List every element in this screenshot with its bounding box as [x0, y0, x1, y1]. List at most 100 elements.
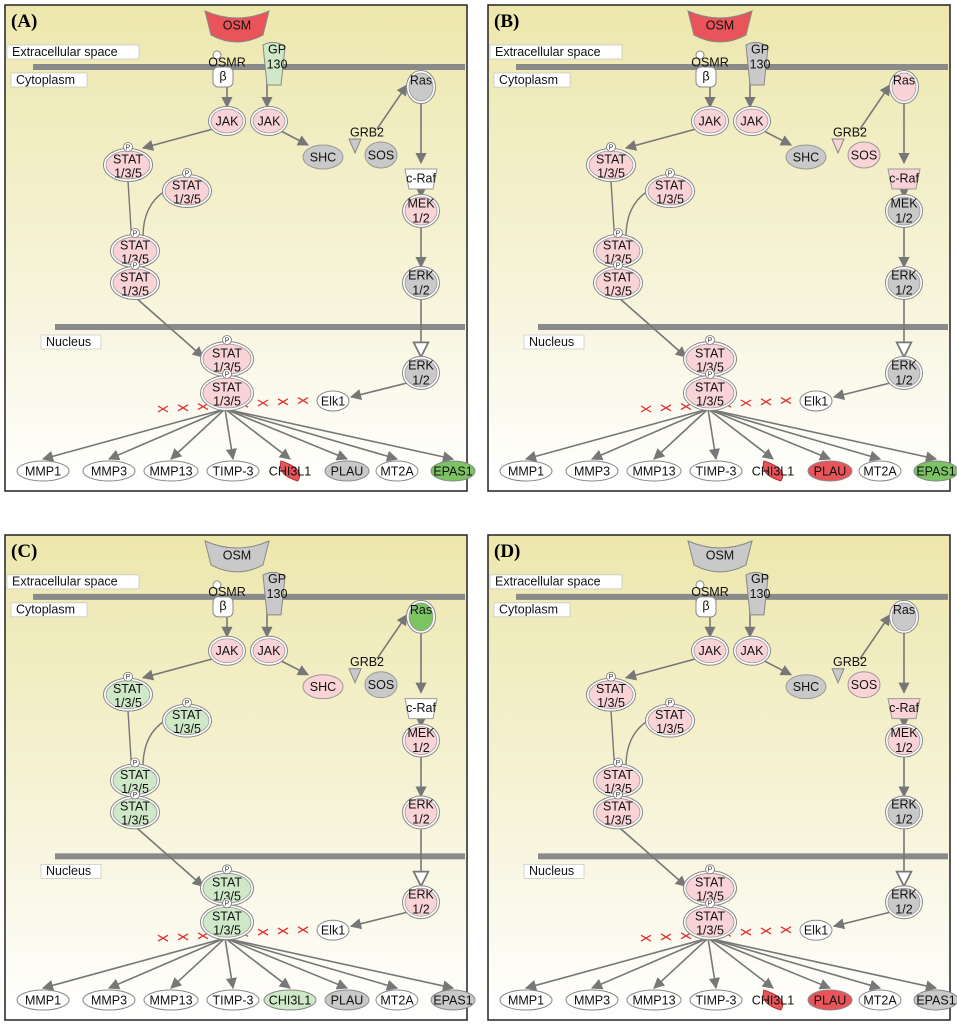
elk1-label: Elk1: [321, 394, 345, 408]
stat-label: STAT: [603, 270, 633, 284]
edge-to-PLAU: [707, 937, 832, 990]
phospho-label: P: [609, 674, 614, 681]
edge-to-TIMP3: [707, 938, 720, 990]
erk-label: ERK: [891, 798, 917, 812]
edge-to-TIMP3: [224, 938, 237, 990]
erk-nuclear-node: [887, 358, 921, 388]
target-gene-label-EPAS1: EPAS1: [433, 464, 472, 478]
panel-label: (D): [494, 541, 520, 562]
osmr-node: [695, 66, 717, 88]
chi3l1-node: [762, 460, 784, 482]
osmr-knob: [212, 50, 222, 60]
ras-label: Ras: [893, 73, 915, 87]
stat-sub-label: 1/3/5: [604, 284, 632, 298]
ras-node: [891, 72, 917, 102]
compartment-label-extracellular: Extracellular space: [495, 45, 601, 59]
gp130-label: 130: [750, 587, 771, 601]
ras-node: [891, 602, 917, 632]
phospho-circle: [130, 260, 140, 270]
shc-node: [302, 144, 344, 170]
craf-label: c-Raf: [406, 701, 436, 715]
stat-nuclear-label: STAT: [695, 876, 725, 890]
stat-nuclear-sub-label: 1/3/5: [213, 890, 241, 904]
compartment-box-nucleus: [40, 864, 102, 879]
stat-nuclear-label: STAT: [212, 346, 242, 360]
edge-to-MMP13: [653, 408, 709, 460]
compartment-label-cytoplasm: Cytoplasm: [499, 603, 558, 617]
target-gene-node: [626, 460, 682, 482]
target-gene-label-CHI3L1: CHI3L1: [752, 993, 794, 1007]
osm-label: OSM: [706, 18, 734, 32]
target-gene-node: [143, 989, 199, 1011]
target-gene-label-CHI3L1: CHI3L1: [269, 993, 311, 1007]
edge-to-MMP1: [41, 408, 226, 462]
phospho-circle: [130, 757, 140, 768]
osmr-node: [212, 596, 234, 618]
stat-label: STAT: [603, 238, 633, 252]
mek-node: [887, 726, 921, 755]
sos-to-ras: [859, 84, 891, 130]
target-gene-node: [565, 989, 619, 1011]
jak-label: JAK: [216, 644, 240, 658]
erk-nuclear-node: [887, 887, 921, 917]
stat-label: STAT: [596, 682, 626, 696]
phospho-circle: [613, 228, 623, 238]
target-gene-node: [16, 460, 70, 482]
phospho-label: P: [708, 901, 713, 908]
compartment-box-nucleus: [523, 864, 585, 879]
stat-nuclear-sub-label: 1/3/5: [696, 360, 724, 374]
craf-label: c-Raf: [406, 171, 436, 185]
sos-to-ras: [376, 613, 408, 660]
phospho-label: P: [668, 700, 673, 707]
inhibition-mark: [177, 404, 189, 412]
jak-node: [693, 108, 727, 134]
erk-to-elk1: [832, 382, 891, 400]
mek-sub-label: 1/2: [895, 211, 912, 225]
phospho-circle: [613, 757, 623, 768]
inhibition-mark: [780, 926, 792, 934]
stat-nuclear-sub-label: 1/3/5: [696, 394, 724, 408]
target-gene-label-MMP13: MMP13: [632, 464, 675, 478]
panel-label: (A): [11, 11, 37, 32]
target-gene-node: [324, 989, 370, 1011]
phospho-label: P: [609, 144, 614, 151]
target-gene-label-MMP1: MMP1: [25, 993, 61, 1007]
edges: [524, 606, 938, 992]
target-gene-node: [913, 460, 957, 482]
target-gene-label-EPAS1: EPAS1: [916, 464, 955, 478]
phospho-label: P: [126, 674, 131, 681]
edge-to-PLAU: [224, 937, 349, 990]
stat-translocation: [617, 296, 687, 358]
target-gene-label-MMP3: MMP3: [574, 993, 610, 1007]
jak-label: JAK: [699, 644, 723, 658]
osm-node: [204, 10, 270, 43]
target-gene-label-PLAU: PLAU: [331, 464, 364, 478]
stat-link-2: [142, 190, 166, 238]
phospho-circle: [705, 369, 715, 379]
compartment-box-extracellular: [489, 44, 623, 60]
edge-to-EPAS1: [707, 937, 938, 992]
osm-label: OSM: [223, 18, 251, 32]
inhibition-mark: [257, 399, 269, 407]
gp130-label: 130: [267, 587, 288, 601]
phospho-label: P: [133, 760, 138, 767]
target-gene-node: [206, 989, 260, 1011]
target-gene-node: [82, 460, 136, 482]
target-gene-label-EPAS1: EPAS1: [433, 993, 472, 1007]
osmr-label: OSMR: [691, 585, 729, 599]
gp130-node: [262, 571, 286, 616]
stat-link-2: [625, 720, 649, 767]
phospho-circle: [606, 671, 616, 682]
target-gene-label-PLAU: PLAU: [814, 464, 847, 478]
panel-label: (C): [11, 541, 37, 562]
phospho-label: P: [185, 700, 190, 707]
target-gene-node: [324, 460, 370, 482]
erk-sub-label: 1/2: [412, 813, 429, 827]
edge-to-MMP13: [170, 408, 226, 460]
phospho-label: P: [708, 337, 713, 344]
compartment-box-cytoplasm: [10, 72, 88, 88]
stat-label: STAT: [596, 152, 626, 166]
target-gene-node: [689, 460, 743, 482]
elk1-label: Elk1: [804, 394, 828, 408]
